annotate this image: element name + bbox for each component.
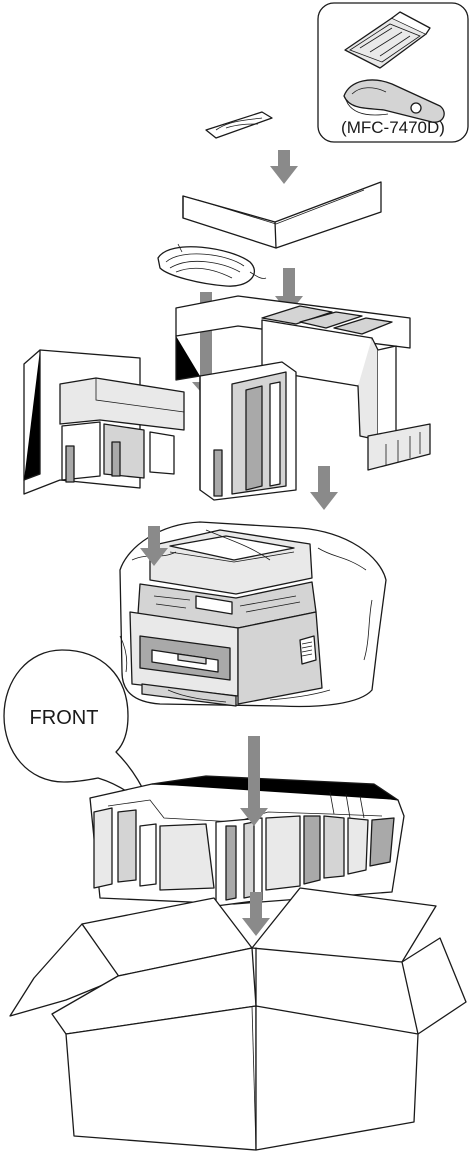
front-label: FRONT <box>30 707 99 729</box>
cardboard-tray <box>183 182 381 248</box>
down-arrow <box>270 150 298 184</box>
accessory-bag <box>206 112 272 138</box>
upper-foam-insert <box>24 296 430 500</box>
lower-foam-insert <box>90 776 404 906</box>
down-arrow <box>310 466 338 510</box>
model-label: (MFC-7470D) <box>341 118 445 137</box>
model-inset: (MFC-7470D) <box>318 3 468 142</box>
power-cord-coil <box>158 244 266 286</box>
shipping-box <box>10 888 466 1150</box>
